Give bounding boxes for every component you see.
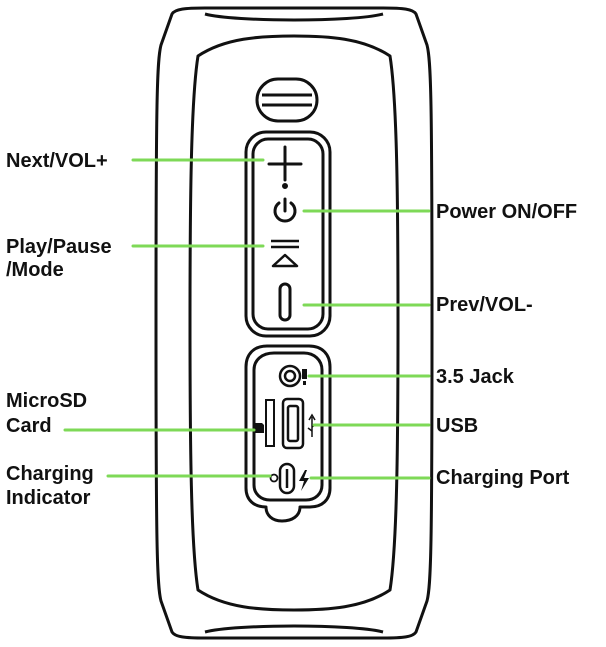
label-microsd-line2: Card <box>6 415 52 437</box>
speaker-body <box>154 6 434 640</box>
sd-card-icon[interactable] <box>255 399 275 447</box>
label-charging-indicator-line2: Indicator <box>6 487 91 509</box>
button-panel <box>244 130 332 338</box>
port-cover <box>244 344 332 523</box>
label-next-vol-plus: Next/VOL+ <box>6 150 108 172</box>
plus-icon[interactable] <box>267 145 303 189</box>
label-microsd-line1: MicroSD <box>6 390 88 412</box>
label-jack: 3.5 Jack <box>436 366 514 388</box>
label-play-pause-line2: /Mode <box>6 259 64 281</box>
callout-lines <box>63 158 431 480</box>
label-prev-vol-minus: Prev/VOL- <box>436 294 533 316</box>
headphone-jack-icon[interactable] <box>278 364 307 388</box>
charging-port-icon[interactable] <box>269 462 296 495</box>
label-power-on-off: Power ON/OFF <box>436 201 578 223</box>
usb-icon[interactable] <box>281 397 317 450</box>
lightning-icon <box>299 470 309 491</box>
menu-triangle-icon[interactable] <box>271 239 299 268</box>
strap-loop <box>255 77 319 123</box>
label-usb: USB <box>436 415 479 437</box>
power-icon[interactable] <box>273 197 297 223</box>
label-charging-port: Charging Port <box>436 467 570 489</box>
label-charging-indicator-line1: Charging <box>6 463 94 485</box>
label-play-pause-line1: Play/Pause <box>6 236 112 258</box>
minus-icon[interactable] <box>278 282 292 322</box>
